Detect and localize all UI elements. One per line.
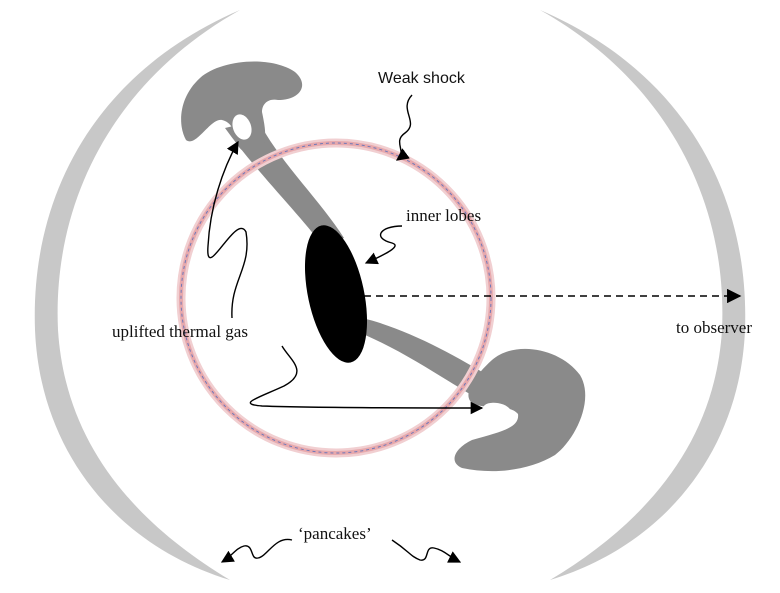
- lobe-upper: [181, 62, 302, 154]
- pancakes-label: ‘pancakes’: [298, 524, 372, 544]
- pancakes-arrow-right: [392, 540, 460, 562]
- inner-lobes-arrow: [366, 226, 402, 263]
- pancake-right: [540, 10, 745, 580]
- radio-lobes: [181, 62, 585, 472]
- weak-shock-arrow: [397, 95, 412, 160]
- uplifted-gas-arrow-upper: [208, 142, 247, 318]
- to-observer-label: to observer: [676, 318, 752, 338]
- weak-shock-label: Weak shock: [378, 70, 465, 88]
- inner-lobes-label: inner lobes: [406, 206, 481, 226]
- pancakes-arrow-left: [222, 539, 292, 562]
- uplifted-thermal-gas-label: uplifted thermal gas: [112, 322, 248, 342]
- pancake-shells: [35, 10, 746, 580]
- inner-lobes-core: [294, 220, 378, 369]
